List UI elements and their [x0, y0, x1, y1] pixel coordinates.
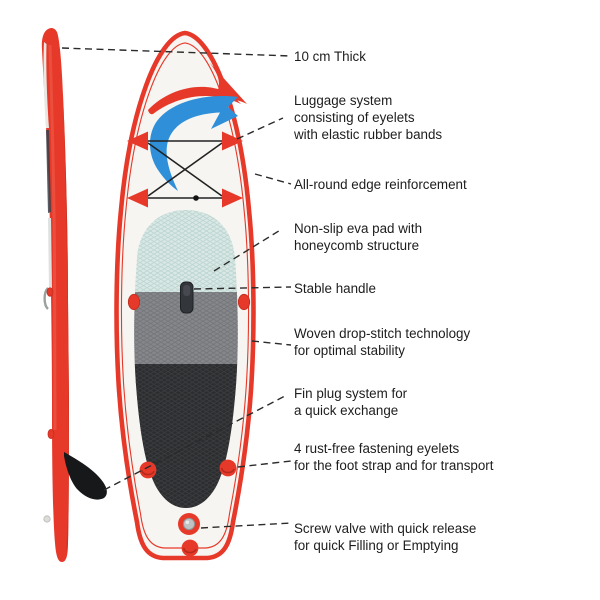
leader-dropstitch: [251, 340, 292, 346]
leader-eva-pad: [213, 228, 283, 272]
logo-red-swoosh: [148, 86, 241, 115]
luggage-bungee-system: [127, 131, 243, 208]
board-side-view: [41, 28, 107, 562]
label-edge: All-round edge reinforcement: [294, 177, 467, 192]
bungee-knot: [193, 195, 199, 201]
label-dropstitch: Woven drop-stitch technology for optimal…: [294, 326, 471, 358]
label-handle: Stable handle: [294, 281, 376, 296]
side-deck-pad-strip: [48, 218, 52, 290]
label-thickness: 10 cm Thick: [294, 49, 366, 64]
label-fin: Fin plug system for a quick exchange: [294, 386, 408, 418]
side-deck-graphic-strip: [46, 130, 51, 213]
leader-eyelets: [237, 460, 292, 468]
logo-blue-swoosh: [149, 96, 238, 191]
side-board-highlight: [48, 44, 57, 431]
bungee-eyelet-icon: [127, 188, 148, 208]
side-dring2-icon: [47, 428, 55, 439]
side-board-shading: [63, 95, 69, 552]
bungee-cord-diag2: [147, 142, 223, 197]
side-deck-edge-stripe: [43, 42, 49, 128]
bungee-eyelet-icon: [222, 188, 243, 208]
label-valve: Screw valve with quick release for quick…: [294, 521, 477, 553]
rail-dring-icon: [127, 293, 141, 311]
label-luggage: Luggage system consisting of eyelets wit…: [294, 93, 443, 142]
leader-handle: [193, 286, 292, 290]
side-dring-icon: [46, 287, 54, 297]
rear-eyelet-icon: [181, 539, 199, 557]
bungee-eyelet-icon: [222, 131, 243, 151]
leader-valve: [200, 522, 292, 529]
bungee-eyelet-icon: [127, 131, 148, 151]
rail-dring-icon: [237, 293, 251, 311]
side-handle-icon: [43, 287, 49, 310]
logo-red-sail: [209, 62, 247, 104]
label-eva-pad: Non-slip eva pad with honeycomb structur…: [294, 221, 423, 253]
side-valve-icon: [43, 515, 51, 523]
screw-valve-icon: [178, 513, 200, 535]
fastening-eyelet-icon: [139, 461, 157, 479]
board-top-view: [117, 33, 254, 558]
leader-lines: [61, 47, 292, 529]
handle-icon: [180, 281, 194, 314]
leader-luggage: [236, 117, 284, 140]
side-fin-icon: [64, 452, 107, 500]
label-eyelets: 4 rust-free fastening eyelets for the fo…: [294, 441, 494, 473]
brand-logo: [148, 62, 247, 191]
pad-texture-mint: [134, 210, 238, 292]
fastening-eyelet-icon: [219, 459, 237, 477]
leader-thickness: [61, 47, 292, 57]
leader-edge: [254, 173, 292, 185]
